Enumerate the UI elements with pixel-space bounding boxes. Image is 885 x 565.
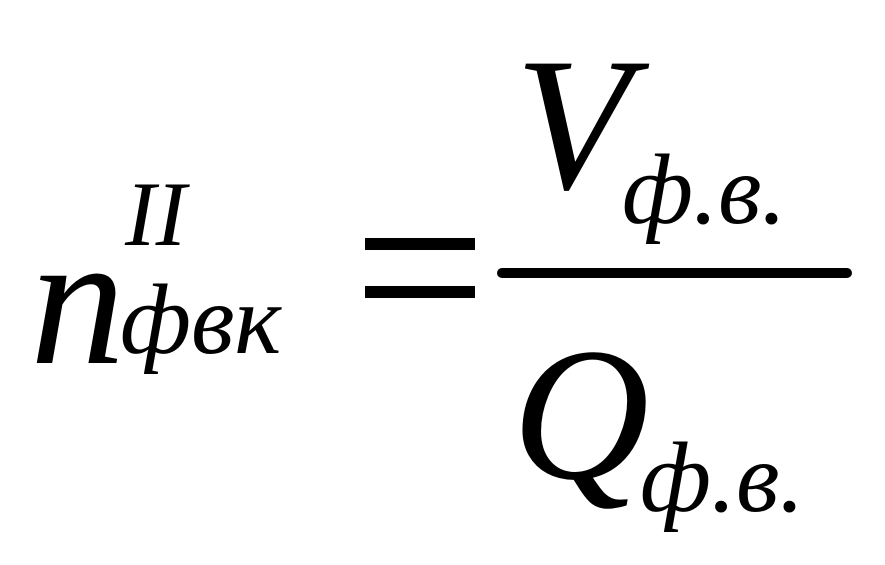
denominator-subscript: ф.в.	[640, 422, 805, 533]
fraction-bar	[497, 268, 852, 278]
equals-bar-bottom	[365, 286, 475, 298]
denominator-symbol: Q	[512, 310, 650, 520]
numerator-subscript: ф.в.	[622, 134, 787, 245]
numerator-symbol: V	[515, 20, 632, 230]
lhs-superscript: II	[125, 163, 187, 265]
equals-bar-top	[365, 238, 475, 250]
lhs-symbol: n	[30, 195, 125, 405]
equals-sign	[365, 238, 475, 298]
lhs-subscript: фвк	[120, 264, 282, 375]
